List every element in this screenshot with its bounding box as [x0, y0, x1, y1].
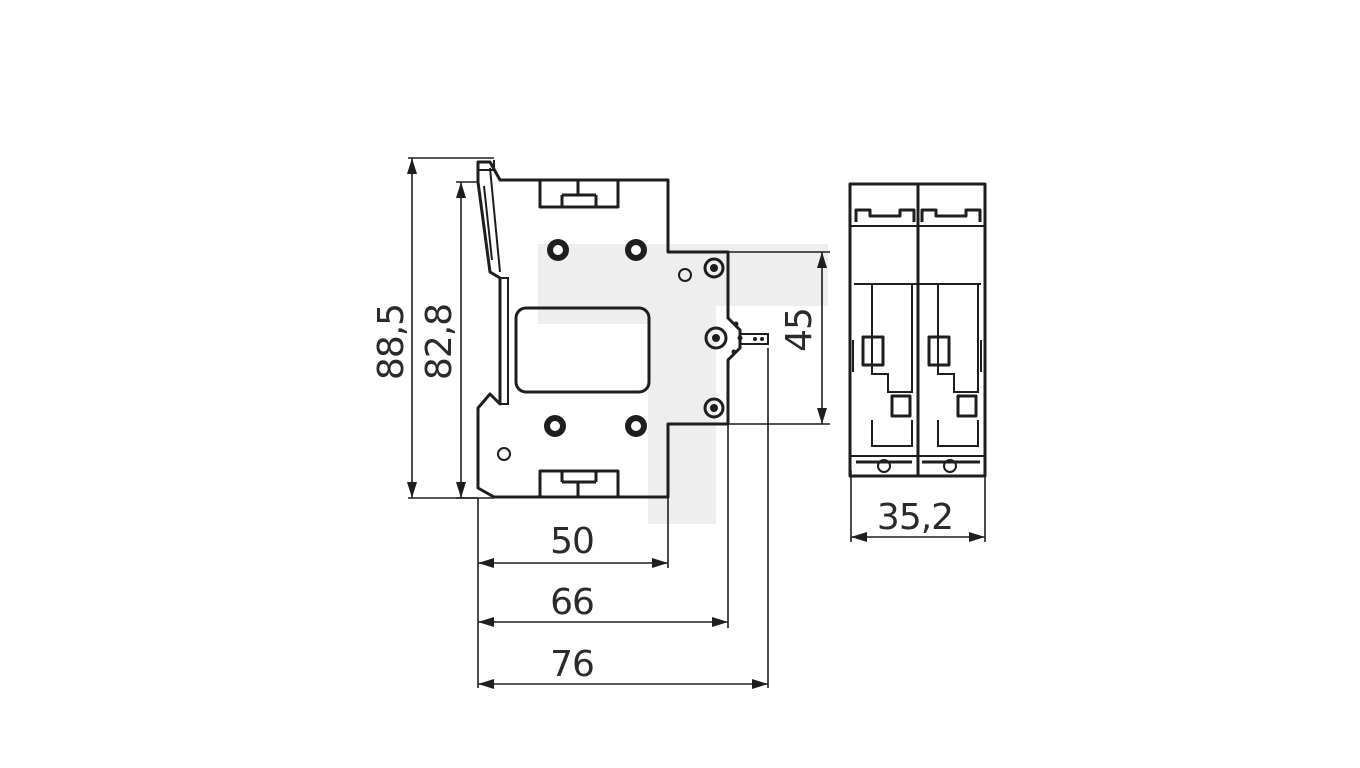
mounting-holes: [497, 239, 728, 461]
top-terminal: [538, 180, 620, 209]
dim-label-66: 66: [550, 582, 594, 623]
bottom-terminal: [538, 469, 620, 497]
din-clip: [478, 160, 509, 405]
dim-label-45: 45: [779, 308, 820, 352]
label-window: [514, 306, 651, 394]
dim-label-50: 50: [550, 521, 594, 562]
dim-label-35-2: 35,2: [877, 497, 953, 538]
dim-label-82-8: 82,8: [419, 304, 460, 380]
dim-label-88-5: 88,5: [371, 304, 412, 380]
toggle-lever: [740, 333, 769, 345]
dim-label-76: 76: [550, 644, 594, 685]
side-body-outline: [476, 160, 742, 499]
dimension-lines: [407, 157, 986, 689]
front-view: [848, 182, 987, 478]
side-view: [476, 160, 769, 499]
